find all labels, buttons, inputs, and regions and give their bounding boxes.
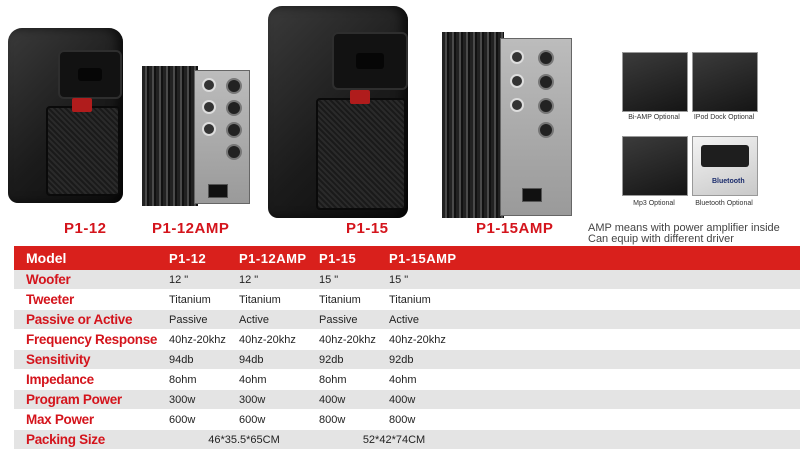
header-p1-15: P1-15: [319, 250, 357, 266]
brand-logo: [72, 98, 92, 112]
note-amp-meaning: AMP means with power amplifier inside: [588, 222, 780, 234]
option-bluetooth-label: Bluetooth Optional: [695, 200, 753, 207]
header-model: Model: [26, 250, 67, 266]
table-row: Woofer 12 " 12 " 15 " 15 ": [14, 270, 800, 290]
option-mp3-image: [622, 136, 688, 196]
amplifier-p1-15amp-image: [442, 32, 574, 218]
table-row: Max Power 600w 600w 800w 800w: [14, 410, 800, 430]
packing-size-15: 52*42*74CM: [362, 433, 426, 446]
woofer-grille: [46, 106, 120, 196]
note-driver: Can equip with different driver: [588, 233, 734, 245]
header-p1-12amp: P1-12AMP: [239, 250, 307, 266]
brand-logo: [350, 90, 370, 104]
speaker-p1-12-image: [8, 28, 123, 203]
table-row: Impedance 8ohm 4ohm 8ohm 4ohm: [14, 370, 800, 390]
table-row: Tweeter Titanium Titanium Titanium Titan…: [14, 290, 800, 310]
tweeter-horn: [58, 50, 122, 99]
label-p1-15amp: P1-15AMP: [476, 220, 554, 237]
header-p1-15amp: P1-15AMP: [389, 250, 457, 266]
label-p1-12amp: P1-12AMP: [152, 220, 230, 237]
label-p1-12: P1-12: [64, 220, 107, 237]
label-p1-15: P1-15: [346, 220, 389, 237]
option-bi-amp-label: Bi-AMP Optional: [628, 114, 680, 121]
option-ipod-dock-image: [692, 52, 758, 112]
table-row: Frequency Response 40hz-20khz 40hz-20khz…: [14, 330, 800, 350]
amplifier-p1-12amp-image: [142, 66, 250, 206]
table-row-packing: Packing Size 46*35.5*65CM 52*42*74CM: [14, 430, 800, 450]
packing-size-12: 46*35.5*65CM: [208, 433, 280, 446]
option-bi-amp-image: [622, 52, 688, 112]
table-header: Model P1-12 P1-12AMP P1-15 P1-15AMP: [14, 246, 800, 270]
bluetooth-logo: Bluetooth: [712, 178, 745, 185]
option-bluetooth-image: [692, 136, 758, 196]
spec-table: Model P1-12 P1-12AMP P1-15 P1-15AMP Woof…: [14, 246, 800, 450]
header-p1-12: P1-12: [169, 250, 207, 266]
speaker-p1-15-image: [268, 6, 408, 218]
table-row: Passive or Active Passive Active Passive…: [14, 310, 800, 330]
option-mp3-label: Mp3 Optional: [633, 200, 675, 207]
tweeter-horn: [332, 32, 408, 90]
table-row: Program Power 300w 300w 400w 400w: [14, 390, 800, 410]
table-row: Sensitivity 94db 94db 92db 92db: [14, 350, 800, 370]
woofer-grille: [316, 98, 406, 210]
option-ipod-dock-label: IPod Dock Optional: [693, 114, 755, 121]
